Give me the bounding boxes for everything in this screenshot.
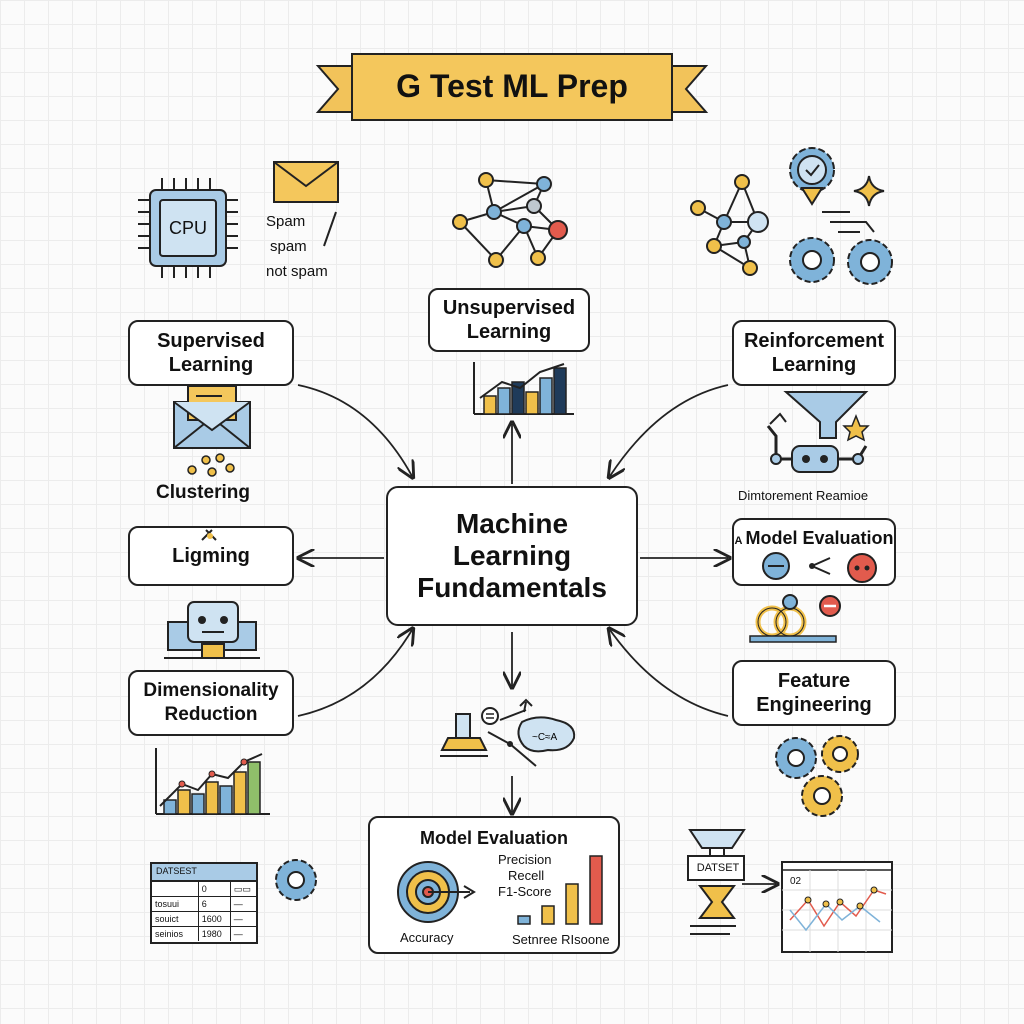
center-line-3: Fundamentals — [417, 572, 607, 603]
unsupervised-bar-chart-icon — [473, 362, 574, 415]
flow-arrows-icon — [822, 211, 875, 233]
recall-label: Recell — [508, 868, 545, 883]
node-ligming-label: Ligming — [172, 545, 250, 567]
model-eval-icons — [762, 552, 877, 583]
target-icon — [397, 861, 476, 923]
dataset-table-header: DATSEST — [152, 864, 256, 882]
slash-divider — [323, 211, 337, 247]
spam-label-3: not spam — [266, 263, 328, 280]
f1-score-label: F1-Score — [498, 884, 552, 899]
score-label: Setnree RIsoone — [512, 932, 610, 947]
page-title: G Test ML Prep — [396, 68, 628, 104]
model-eval-right-prefix: A — [734, 535, 743, 547]
table-cell: 0 — [199, 882, 231, 896]
table-row: 0▭▭ — [152, 882, 256, 897]
dataset-funnel-icon — [687, 829, 746, 935]
node-unsupervised-label: Unsupervised Learning — [442, 297, 576, 343]
table-cell: ▭▭ — [233, 884, 251, 894]
dimensionality-bar-chart-icon — [155, 748, 270, 815]
spam-label-2: spam — [270, 238, 307, 255]
node-supervised-label: Supervised Learning — [157, 330, 265, 376]
node-dimensionality-label: Dimensionality Reduction — [143, 680, 279, 725]
center-line-1: Machine — [455, 508, 569, 539]
cpu-chip-icon — [138, 178, 238, 278]
cluster-dots-icon — [187, 453, 235, 477]
table-cell: — — [233, 929, 243, 939]
dataset-right-label: DATSET — [696, 862, 740, 874]
clustering-label: Clustering — [156, 482, 250, 503]
gear-badge-icon — [789, 147, 835, 206]
center-box[interactable]: Machine Learning Fundamentals — [386, 486, 638, 626]
funnel-robot-icon — [766, 391, 870, 473]
envelope-icon — [273, 161, 339, 203]
node-feature-label: Feature Engineering — [756, 670, 872, 716]
table-cell: 1980 — [199, 927, 231, 941]
node-unsupervised-learning[interactable]: Unsupervised Learning — [428, 288, 590, 352]
arrow-to-center-from-supervised — [297, 384, 412, 476]
environment-label: Dimtorement Reamioe — [738, 488, 869, 503]
node-reinforcement-label: Reinforcement Learning — [743, 330, 885, 376]
open-envelope-icon — [173, 385, 251, 449]
table-cell: souict — [152, 912, 199, 926]
title-ribbon — [315, 53, 709, 121]
arrow-to-center-from-feature — [610, 630, 729, 717]
table-cell: tosuui — [152, 897, 199, 911]
table-cell: — — [233, 899, 243, 909]
plot-label: 02 — [790, 876, 802, 887]
precision-label: Precision — [498, 852, 552, 867]
cpu-label: CPU — [168, 218, 207, 238]
table-gear-icon — [275, 859, 317, 901]
spam-label-1: Spam — [266, 213, 306, 230]
table-cell: — — [233, 914, 243, 924]
gears-icon — [789, 237, 893, 285]
table-cell: 6 — [199, 897, 231, 911]
flask-flow-icon: ~C≈A — [440, 698, 576, 767]
sparkle-icon — [853, 175, 885, 207]
node-dimensionality-reduction[interactable]: Dimensionality Reduction — [128, 670, 294, 736]
center-line-2: Learning — [452, 540, 572, 571]
accuracy-label: Accuracy — [400, 930, 454, 945]
node-reinforcement-learning[interactable]: Reinforcement Learning — [732, 320, 896, 386]
table-cell: seinios — [152, 927, 199, 941]
scatter-plot-icon — [781, 861, 893, 953]
node-feature-engineering[interactable]: Feature Engineering — [732, 660, 896, 726]
table-cell — [152, 882, 199, 896]
arrow-to-center-from-reinforcement — [610, 384, 729, 476]
small-sparkle-icon — [201, 529, 217, 541]
agent-network-icon — [690, 174, 769, 276]
rings-icon — [749, 594, 841, 643]
node-model-eval-bottom-label: Model Evaluation — [419, 828, 569, 848]
network-graph-icon — [452, 172, 568, 268]
node-model-eval-right-label: Model Evaluation — [745, 528, 894, 548]
arrow-to-center-from-dimensionality — [297, 630, 412, 717]
metrics-bar-chart-icon — [517, 855, 603, 925]
svg-text:~C≈A: ~C≈A — [532, 732, 558, 743]
node-supervised-learning[interactable]: Supervised Learning — [128, 320, 294, 386]
feature-gears-icon — [775, 735, 859, 817]
table-cell: 1600 — [199, 912, 231, 926]
robot-icon — [164, 601, 260, 659]
